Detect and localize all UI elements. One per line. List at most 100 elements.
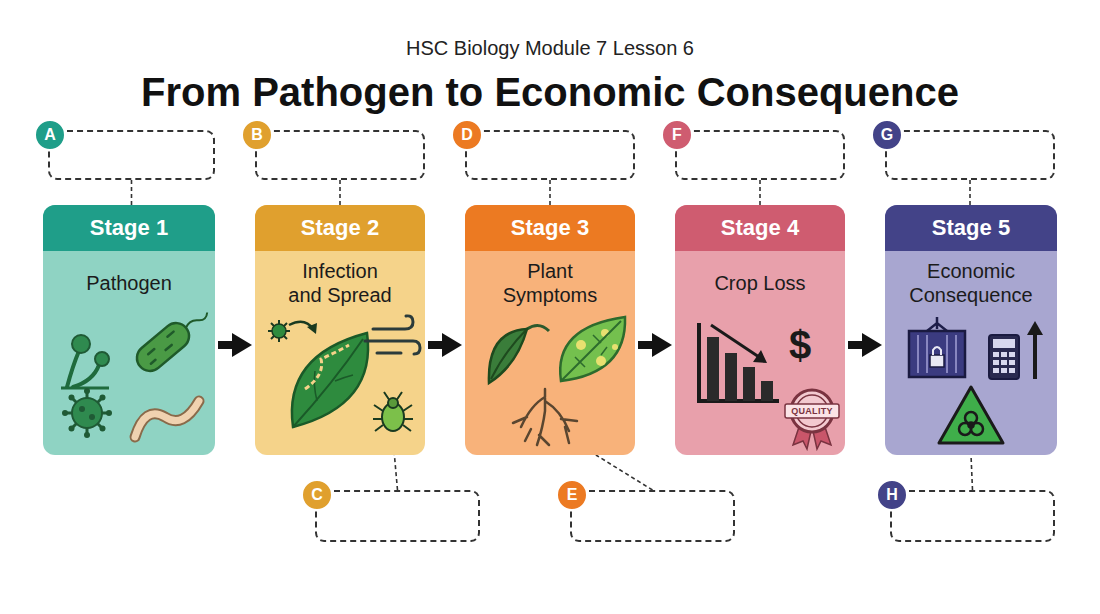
icon-part — [62, 410, 68, 416]
biohazard-icon — [939, 387, 1003, 443]
root-icon — [513, 389, 577, 445]
diagram-title: From Pathogen to Economic Consequence — [141, 70, 959, 115]
icon-part — [1009, 352, 1015, 357]
icon-part — [993, 368, 999, 373]
icon-part — [993, 339, 1015, 348]
callout-box: F — [675, 130, 845, 180]
icon-part — [791, 390, 833, 432]
icon-part — [711, 325, 759, 357]
stage-heading: Stage 1 — [43, 205, 215, 251]
icon-part — [743, 367, 755, 401]
stage-heading: Stage 2 — [255, 205, 425, 251]
icon-part — [72, 398, 102, 428]
leaf-icon — [292, 333, 368, 427]
stage-title: Plant Symptoms — [495, 259, 605, 307]
callout-letter: G — [871, 119, 903, 151]
icon-part — [95, 352, 109, 366]
bacterium-icon — [132, 301, 215, 376]
icon-part — [753, 350, 767, 363]
icon-part — [89, 414, 95, 420]
icon-part — [1001, 368, 1007, 373]
callout-box: E — [570, 490, 735, 542]
icon-part — [927, 317, 947, 331]
icon-part — [65, 391, 109, 435]
icon-part — [1001, 352, 1007, 357]
flow-arrow — [638, 341, 658, 349]
stage-title: Crop Loss — [685, 271, 835, 295]
leader-line — [971, 455, 973, 490]
icon-part — [761, 381, 773, 401]
icon-part — [100, 395, 106, 401]
icon-part — [930, 355, 944, 367]
icon-part — [993, 360, 999, 365]
stage-box: Stage 2Infection and Spread — [255, 205, 425, 455]
icon-part — [272, 324, 286, 338]
icon-part — [993, 352, 999, 357]
calculator-icon — [989, 321, 1043, 379]
icon-part — [711, 325, 759, 357]
icon-part — [918, 335, 956, 373]
wilted-leaf-icon — [489, 325, 549, 383]
wind-icon — [365, 316, 420, 354]
icon-part — [67, 351, 79, 387]
icon-part — [73, 365, 99, 387]
icon-part — [707, 337, 719, 401]
stage-heading: Stage 3 — [465, 205, 635, 251]
icon-part — [1033, 331, 1037, 379]
callout-box: D — [465, 130, 635, 180]
lesson-label: HSC Biology Module 7 Lesson 6 — [406, 37, 694, 60]
icon-part — [576, 340, 586, 350]
callout-letter: F — [661, 119, 693, 151]
icon-part — [185, 310, 209, 332]
icon-part — [84, 432, 90, 438]
icon-part — [106, 410, 112, 416]
icon-part — [144, 332, 180, 364]
icon-part — [1009, 360, 1015, 365]
icon-part — [596, 356, 606, 366]
fungus-icon — [61, 335, 109, 388]
leader-line — [969, 180, 971, 205]
spore-icon — [268, 320, 290, 342]
icon-part — [909, 331, 965, 377]
callout-box: A — [48, 130, 215, 180]
stage-title: Economic Consequence — [896, 259, 1046, 307]
stage-heading: Stage 4 — [675, 205, 845, 251]
flow-arrow — [218, 341, 238, 349]
icon-part — [785, 404, 839, 418]
leader-line — [131, 180, 133, 205]
icon-part — [373, 316, 413, 329]
icon-part — [959, 412, 983, 435]
icon-part — [135, 401, 199, 437]
aphid-icon — [373, 392, 413, 431]
stage-title: Pathogen — [54, 271, 204, 295]
container-icon — [909, 331, 965, 377]
quality-stamp-icon — [785, 390, 839, 449]
icon-part — [69, 426, 75, 432]
nematode-icon — [135, 401, 199, 437]
icon-part — [79, 406, 85, 412]
icon-part — [377, 352, 401, 355]
virus-icon — [62, 388, 112, 438]
entry-arrow-head — [307, 323, 317, 334]
icon-part — [1009, 368, 1015, 373]
icon-part — [561, 321, 621, 381]
icon-part — [135, 401, 199, 437]
callout-box: B — [255, 130, 425, 180]
leader-line — [759, 180, 761, 205]
stage-box: Stage 3 Plant Symptoms — [465, 205, 635, 455]
leader-line — [596, 455, 653, 490]
stage-box: Stage 5Economic Consequence — [885, 205, 1057, 455]
icon-part — [612, 344, 618, 350]
icon-part — [1001, 360, 1007, 365]
callout-letter: H — [876, 479, 908, 511]
icon-part — [72, 335, 90, 353]
callout-letter: A — [34, 119, 66, 151]
callout-box: H — [890, 490, 1055, 542]
icon-part — [489, 329, 527, 383]
icon-part — [575, 335, 607, 367]
stamp-label: QUALITY — [791, 406, 833, 416]
icon-part — [132, 318, 195, 376]
leader-line — [394, 455, 397, 490]
icon-part — [527, 325, 549, 331]
icon-part — [84, 388, 90, 394]
